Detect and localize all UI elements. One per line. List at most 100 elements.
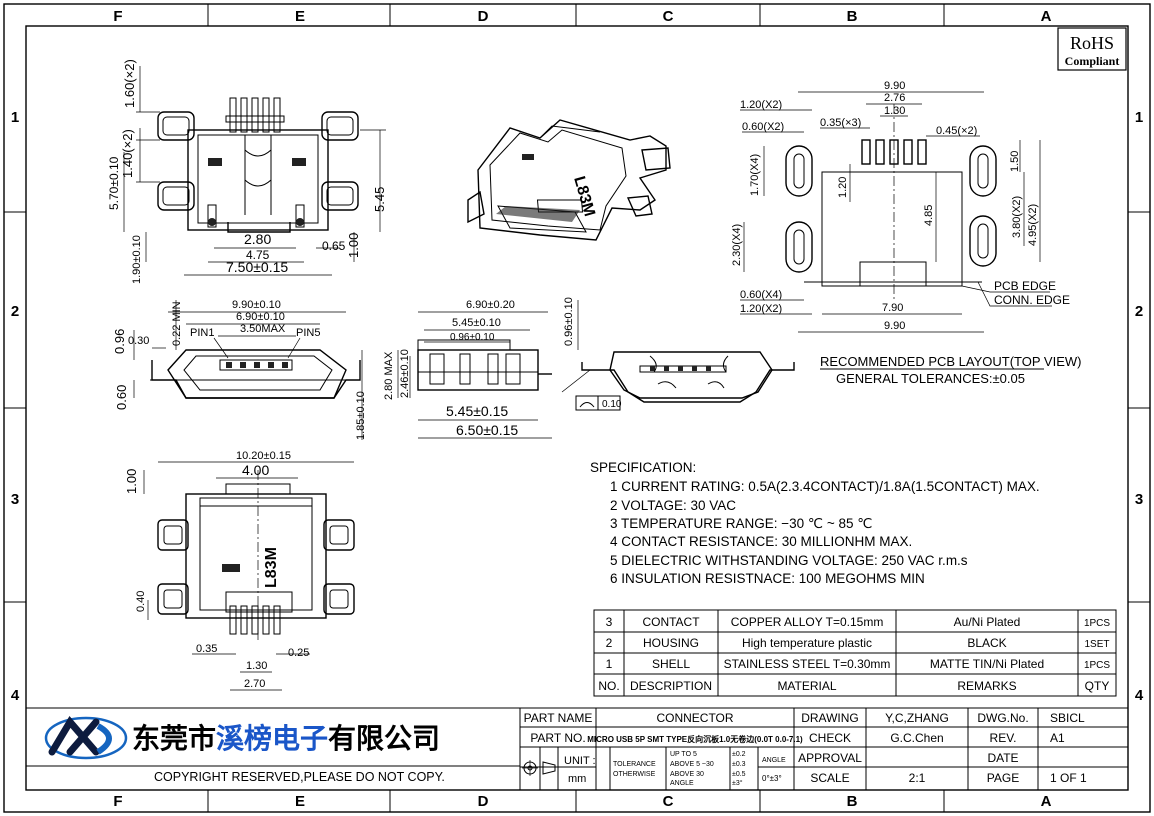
dim-label: 0.60(X4) [740,289,782,301]
bom-cell: SHELL [652,657,690,671]
pin1-label: PIN1 [190,327,214,339]
zone-col-label: C [663,793,674,810]
zone-col-label: D [478,793,489,810]
dim-label: 0.96±0.10 [450,332,495,343]
marking-label: L83M [263,547,280,588]
dim-label: 4.95(X2) [1027,204,1039,246]
company-name-prefix: 东莞市 [132,722,216,755]
bom-cell: CONTACT [642,615,700,629]
tolerance-range: ANGLE [670,780,694,787]
dim-label: 2.30(X4) [731,224,743,266]
zone-col-label: F [113,793,122,810]
bom-cell: High temperature plastic [742,636,872,650]
dim-label: 1.60(×2) [122,59,137,108]
dwg-no-label: DWG.No. [977,711,1028,725]
tolerance-value: ±3° [732,779,743,787]
top-view-dimensions: 1.60(×2) 1.40(×2) 5.70±0.10 5.45 2.80 0.… [107,59,387,284]
spec-item: 5 DIELECTRIC WITHSTANDING VOLTAGE: 250 V… [610,553,968,568]
bom-cell: COPPER ALLOY T=0.15mm [731,615,884,629]
bom-cell: 1SET [1084,639,1109,650]
dim-label: 0.30 [128,335,149,347]
bom-header: MATERIAL [777,679,836,693]
unit-label: UNIT : [564,755,596,767]
bom-cell: 2 [606,636,613,650]
pcb-layout-title: RECOMMENDED PCB LAYOUT(TOP VIEW) [820,354,1081,369]
front-view-dimensions: 9.90±0.10 6.90±0.10 3.50MAX PIN1 PIN5 0.… [112,299,367,440]
date-label: DATE [987,751,1018,765]
dim-label: 0.45(×2) [936,125,977,137]
bom-header: NO. [598,679,619,693]
dim-label: 0.60 [114,385,129,410]
dim-label: 1.90±0.10 [131,235,143,284]
scale-value: 2:1 [909,771,926,785]
top-view [157,97,359,233]
part-name-value: CONNECTOR [656,711,733,725]
page-label: PAGE [987,771,1019,785]
dim-label: 0.96±0.10 [563,297,575,346]
bom-table: 3 CONTACT COPPER ALLOY T=0.15mm Au/Ni Pl… [593,609,1117,697]
dim-label: 10.20±0.15 [236,450,291,462]
zone-col-label: C [663,8,674,25]
dim-label: 2.76 [884,92,905,104]
part-no-value: MICRO USB 5P SMT TYPE反向沉板1.0无卷边(0.0T 0.0… [587,734,803,744]
dim-label: 0.40 [135,591,147,612]
zone-col-label: F [113,8,122,25]
dim-label: 0.25 [288,647,309,659]
tolerance-range: ABOVE 30 [670,771,704,778]
bom-cell: 3 [606,615,613,629]
rohs-badge: RoHS Compliant [1057,27,1127,71]
dim-label: 0.60(X2) [742,121,784,133]
dim-label: 2.80 MAX [383,351,395,400]
dim-label: 7.50±0.15 [226,259,288,275]
front-view [150,349,361,399]
dwg-no-value: SBICL [1050,711,1085,725]
bom-cell: 1 [606,657,613,671]
dim-label: 1.30 [246,660,267,672]
tolerance-value: ±0.2 [732,751,746,758]
company-name-suffix: 有限公司 [328,723,440,755]
zone-col-label: B [847,793,858,810]
dim-label: 1.30 [884,105,905,117]
dim-label: 0.22 MIN [171,301,183,346]
spec-item: 6 INSULATION RESISTNACE: 100 MEGOHMS MIN [610,571,925,586]
title-block: 东莞市溪榜电子有限公司 COPYRIGHT RESERVED,PLEASE DO… [25,707,1129,791]
company-name: 东莞市溪榜电子有限公司 [132,722,440,755]
zone-row-label: 4 [11,687,20,704]
bom-cell: MATTE TIN/Ni Plated [930,657,1044,671]
spec-item: 3 TEMPERATURE RANGE: −30 ℃ ~ 85 ℃ [610,516,872,531]
dim-label: 6.50±0.15 [456,422,518,438]
zone-row-label: 2 [1135,303,1143,320]
zone-row-label: 2 [11,303,19,320]
pcb-edge-label: PCB EDGE [994,279,1056,293]
dim-label: 1.20 [837,177,849,198]
dim-label: 2.80 [244,231,271,247]
pcb-layout-dimensions: 9.90 2.76 1.30 1.20(X2) 0.60(X2) 0.35(×3… [731,80,1081,386]
dim-label: 9.90 [884,80,905,92]
bom-header: QTY [1085,679,1110,693]
zone-col-label: D [478,8,489,25]
rohs-title: RoHS [1070,33,1114,53]
zone-col-label: E [295,793,305,810]
bottom-view-dimensions: 10.20±0.15 4.00 1.00 0.40 0.35 0.25 1.30… [124,450,354,691]
dim-label: 7.90 [882,302,903,314]
isometric-view: L83M [467,119,671,241]
bom-cell: 1PCS [1084,660,1110,671]
zone-row-label: 1 [11,109,19,126]
rev-value: A1 [1050,731,1065,745]
zone-col-label: E [295,8,305,25]
bom-cell: HOUSING [643,636,699,650]
dim-label: 3.80(X2) [1011,196,1023,238]
dim-label: 0.35 [196,643,217,655]
dim-label: 1.20(X2) [740,99,782,111]
tolerance-value: ±0.5 [732,771,746,778]
company-logo [44,716,128,760]
pcb-layout [785,104,997,300]
dim-label: 4.75 [246,248,270,262]
part-no-label: PART NO. [530,731,585,745]
zone-labels: F E D C B A F E D C B A 1 2 3 4 1 2 3 4 [11,8,1144,810]
dim-label: 1.00 [124,469,139,494]
zone-col-label: A [1041,8,1052,25]
dim-label: 1.85±0.10 [355,391,367,440]
page-value: 1 OF 1 [1050,771,1087,785]
